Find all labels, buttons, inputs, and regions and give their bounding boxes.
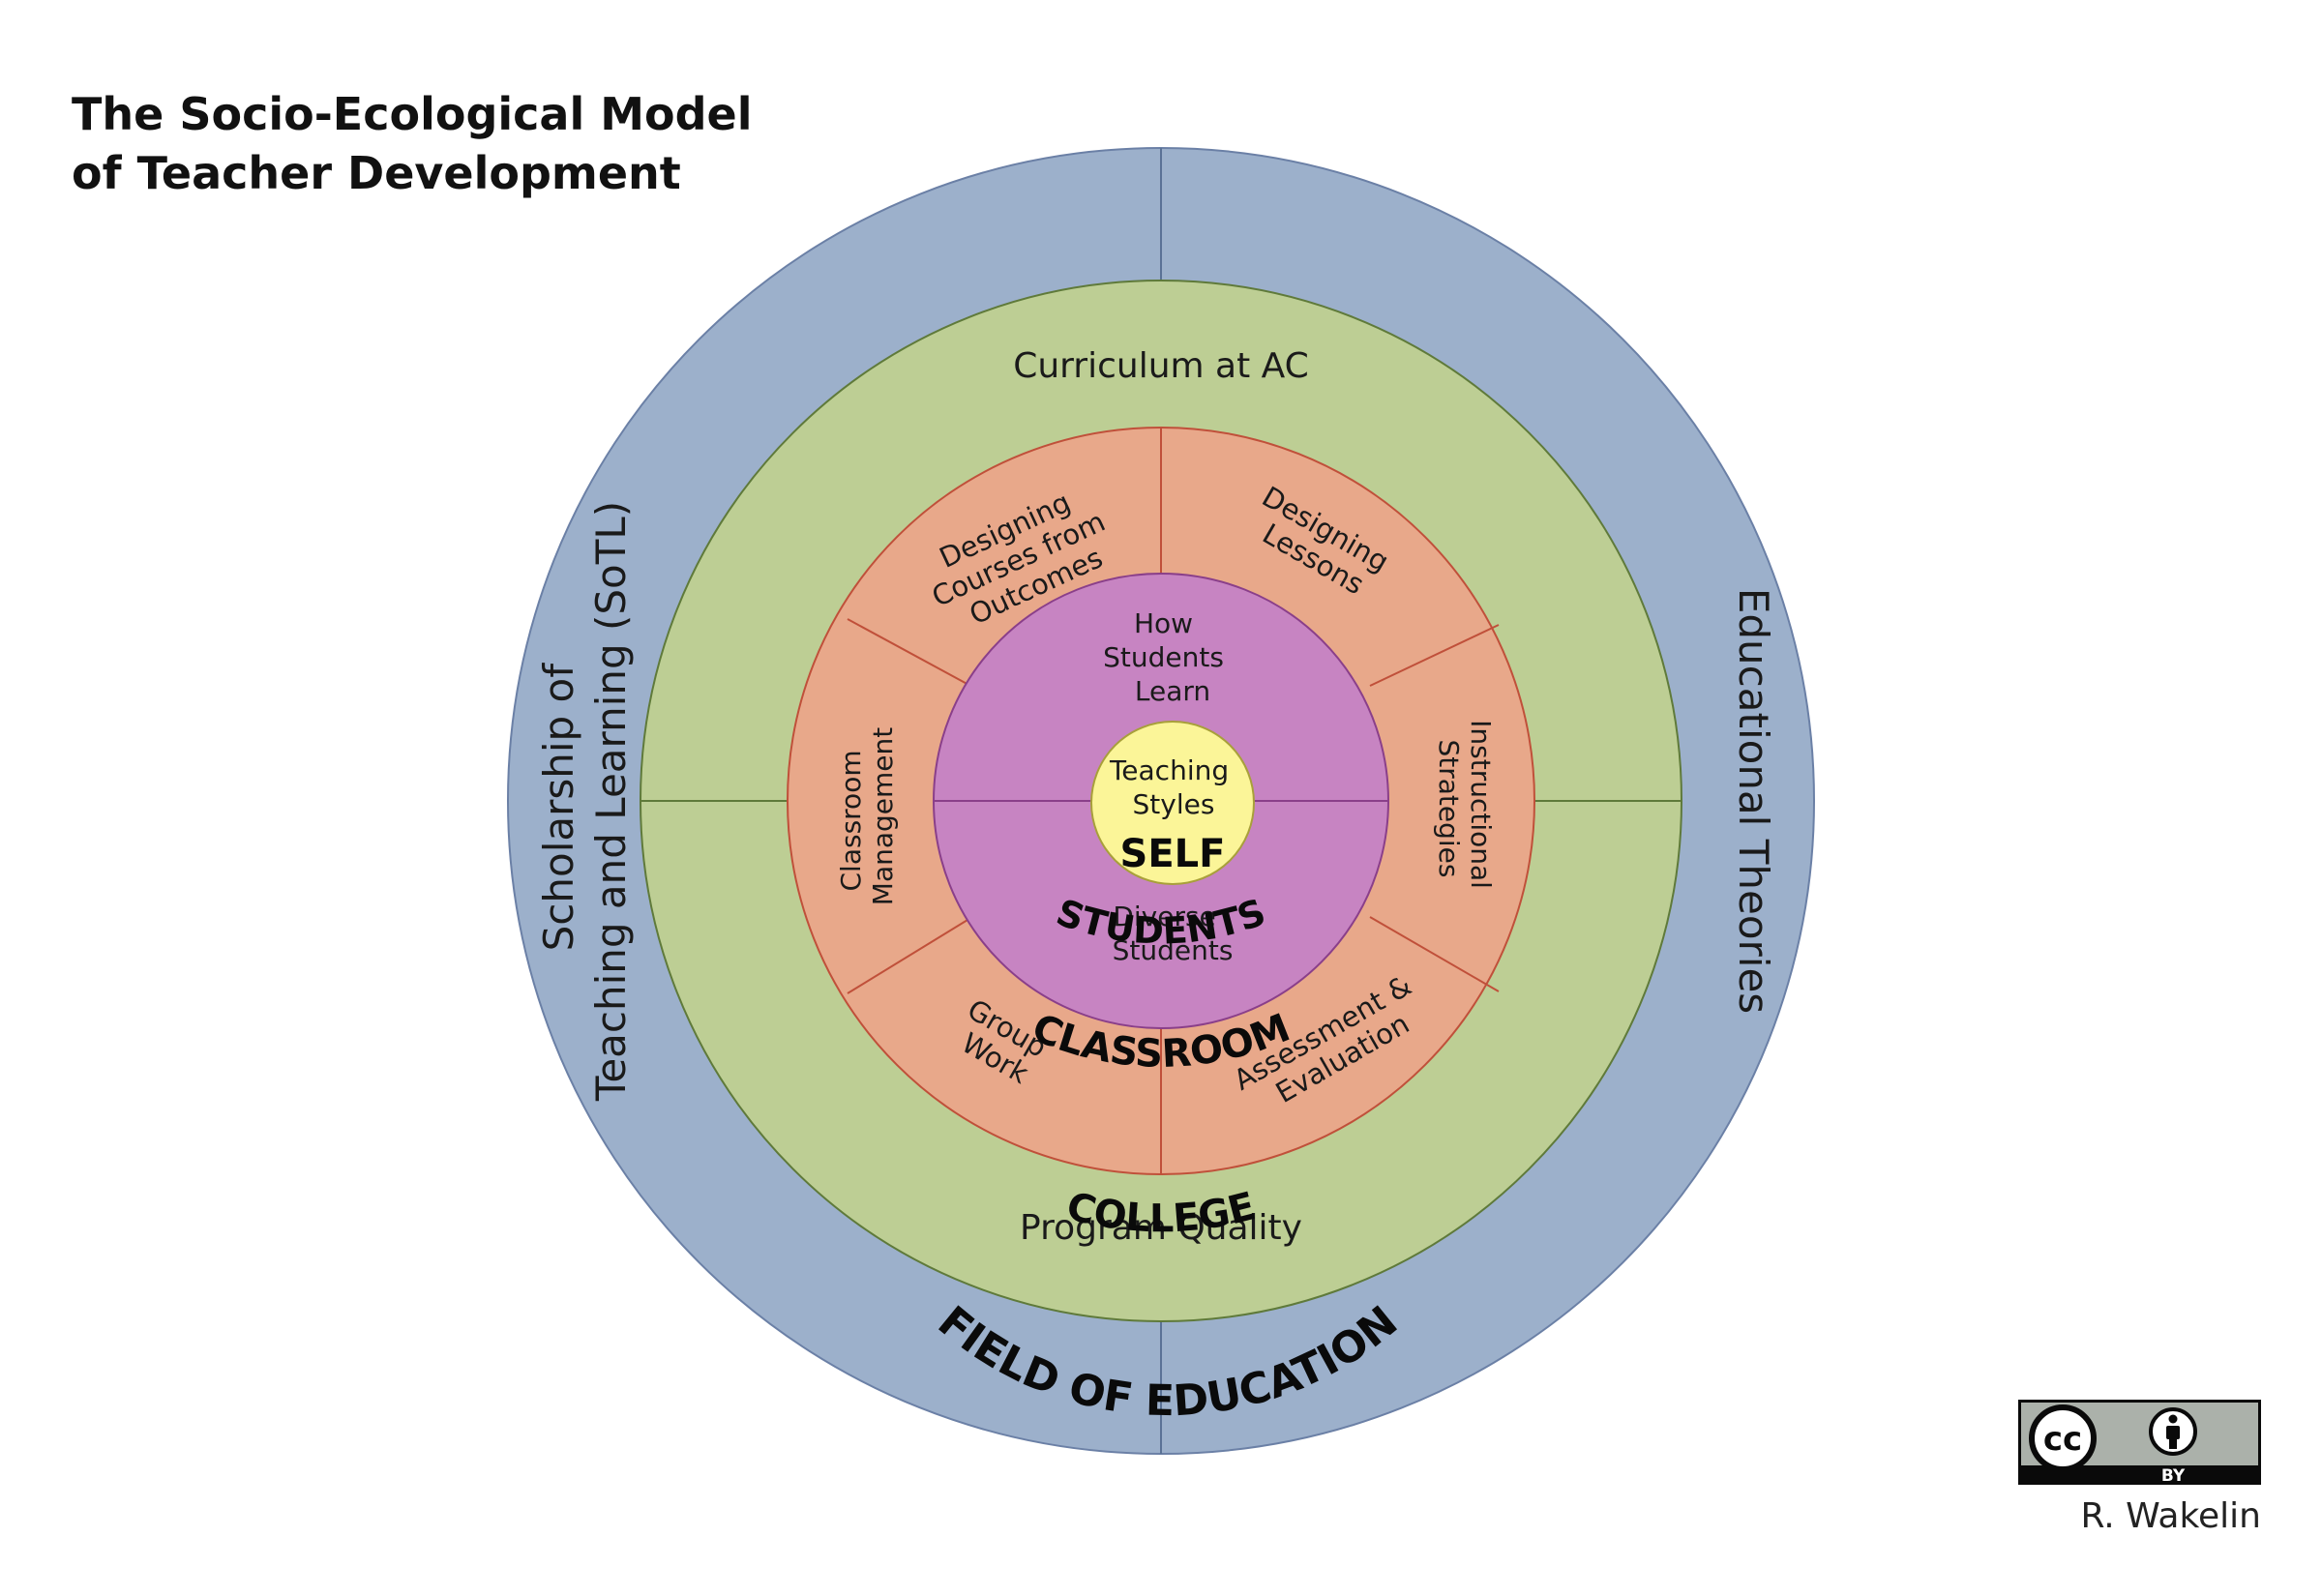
classroom-divider-5 — [847, 618, 973, 688]
educational-theories-label: Educational Theories — [1730, 588, 1777, 1014]
title-line-2: of Teacher Development — [72, 147, 681, 199]
teaching-styles-label: Teaching Styles — [1109, 754, 1237, 820]
author-credit: R. Wakelin — [2080, 1496, 2261, 1536]
instructional-strategies-label: Instructional Strategies — [1433, 720, 1497, 898]
title-line-1: The Socio-Ecological Model — [72, 88, 753, 140]
curriculum-label: Curriculum at AC — [1013, 346, 1309, 386]
diverse-students-label: Diverse Students — [1113, 901, 1234, 966]
sotl-label: Scholarship of Teaching and Learning (So… — [535, 501, 635, 1102]
how-students-learn-label: How Students Learn — [1103, 607, 1233, 707]
classroom-management-label: Classroom Management — [835, 727, 899, 905]
classroom-divider-6 — [847, 916, 973, 994]
by-text: BY — [2161, 1466, 2186, 1485]
self-circle — [1090, 721, 1255, 885]
classroom-divider-4 — [1369, 916, 1500, 992]
cc-text: cc — [2043, 1420, 2082, 1459]
sotl-line-2: Teaching and Learning (SoTL) — [587, 501, 635, 1102]
classroom-divider-3 — [1369, 624, 1500, 687]
attribution-person-icon — [2149, 1407, 2197, 1456]
self-label: SELF — [1120, 832, 1226, 876]
program-quality-label: Program Quality — [1020, 1208, 1302, 1248]
sotl-line-1: Scholarship of — [535, 663, 582, 952]
diagram-title: The Socio-Ecological Model of Teacher De… — [72, 85, 753, 203]
cc-by-license-badge: cc BY — [2018, 1400, 2261, 1485]
cc-icon — [2029, 1404, 2097, 1472]
